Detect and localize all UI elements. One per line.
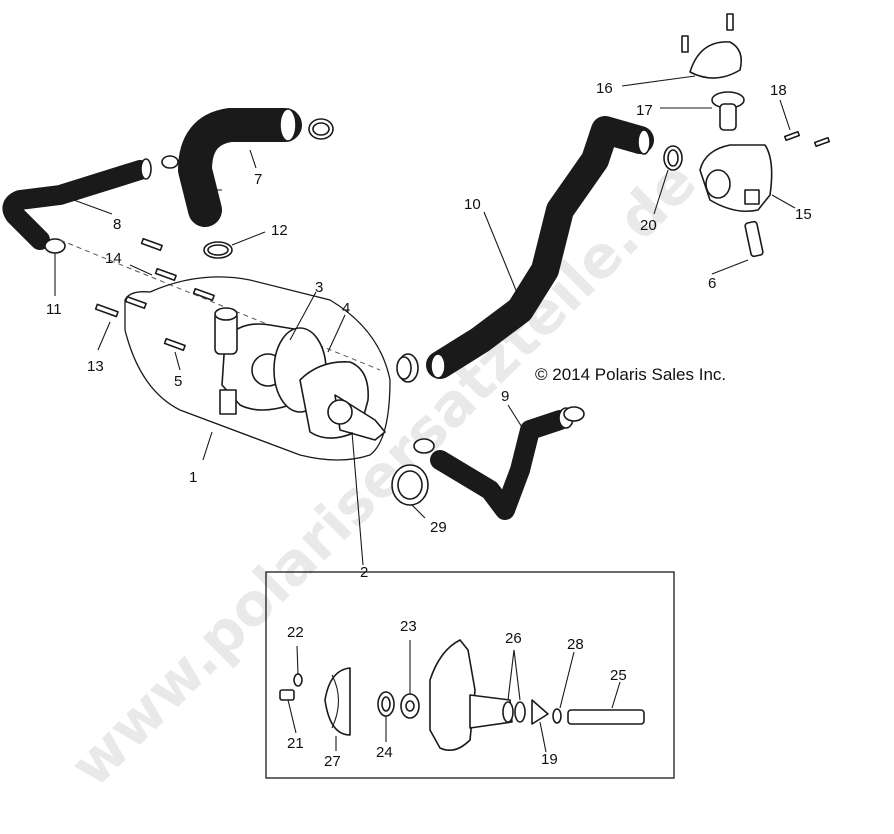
callout-6: 6 <box>708 275 716 292</box>
callout-3: 3 <box>315 279 323 296</box>
callout-14: 14 <box>105 250 122 267</box>
callouts: 1 2 3 4 5 6 7 8 9 10 11 12 13 14 15 16 1… <box>46 80 812 770</box>
callout-9: 9 <box>501 388 509 405</box>
clamps-9 <box>413 406 585 454</box>
callout-29: 29 <box>430 519 447 536</box>
callout-5: 5 <box>174 373 182 390</box>
callout-23: 23 <box>400 618 417 635</box>
callout-27: 27 <box>324 753 341 770</box>
detail-parts <box>279 639 645 751</box>
callout-2: 2 <box>360 564 368 581</box>
callout-11: 11 <box>46 301 62 318</box>
callout-28: 28 <box>567 636 584 653</box>
clamp-10 <box>396 353 419 383</box>
hose-8 <box>2 158 152 250</box>
callout-19: 19 <box>541 751 558 768</box>
callout-20: 20 <box>640 217 657 234</box>
hose-7 <box>178 108 302 227</box>
callout-26: 26 <box>505 630 522 647</box>
leader-lines <box>54 75 796 753</box>
callout-18: 18 <box>770 82 787 99</box>
clamp-12 <box>203 241 233 259</box>
callout-4: 4 <box>342 300 350 317</box>
callout-17: 17 <box>636 102 653 119</box>
callout-8: 8 <box>113 216 121 233</box>
callout-1: 1 <box>189 469 197 486</box>
assembly-1-outline <box>124 276 391 461</box>
gasket-29 <box>391 464 429 506</box>
callout-7: 7 <box>254 171 262 188</box>
callout-21: 21 <box>287 735 304 752</box>
bolts <box>94 237 215 352</box>
bolts-18 <box>783 130 831 148</box>
clamp-11 <box>44 155 179 254</box>
callout-10: 10 <box>464 196 481 213</box>
callout-13: 13 <box>87 358 104 375</box>
copyright-text: © 2014 Polaris Sales Inc. <box>535 365 726 384</box>
callout-22: 22 <box>287 624 304 641</box>
hose-9 <box>430 407 574 520</box>
detail-box-2 <box>265 571 675 779</box>
pump-cover-2 <box>299 361 386 441</box>
callout-15: 15 <box>795 206 812 223</box>
callout-12: 12 <box>271 222 288 239</box>
clamp-20 <box>663 145 683 171</box>
thermostat-17 <box>711 91 745 131</box>
callout-16: 16 <box>596 80 613 97</box>
clamp-7 <box>308 118 334 140</box>
callout-24: 24 <box>376 744 393 761</box>
sensor-6 <box>744 220 764 258</box>
hose-10 <box>426 116 654 379</box>
thermostat-housing-15 <box>699 144 773 213</box>
thermostat-cover-16 <box>681 13 743 79</box>
callout-25: 25 <box>610 667 627 684</box>
